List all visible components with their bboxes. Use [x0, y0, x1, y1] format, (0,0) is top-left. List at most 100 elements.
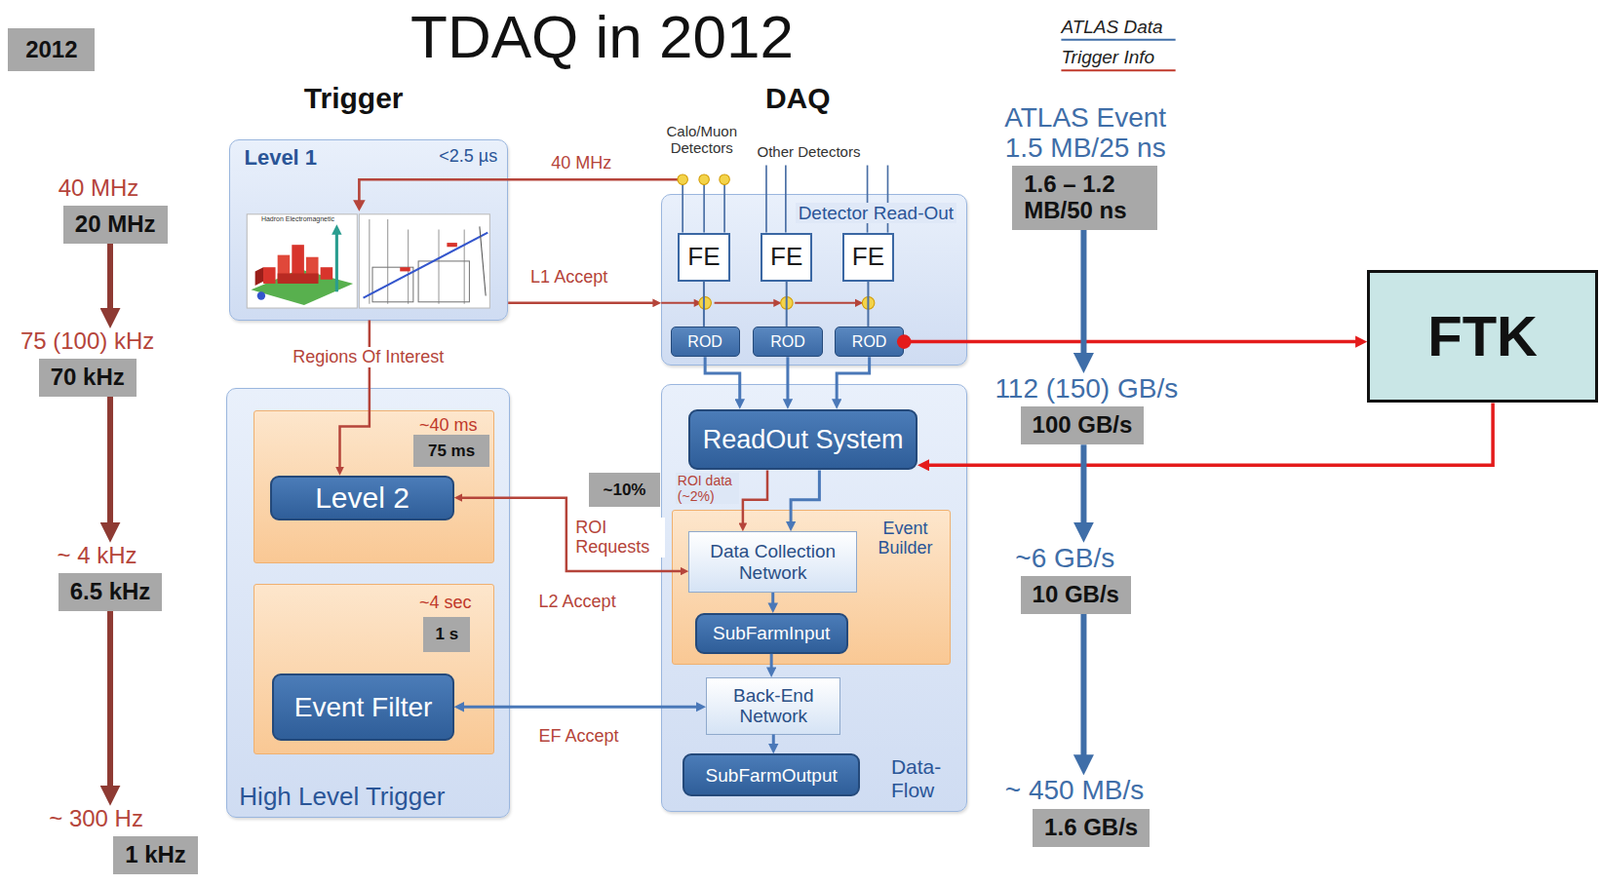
legend-text: ATLAS Data: [1060, 16, 1163, 39]
trigger-rate-step: ~ 4 kHz 6.5 kHz: [50, 543, 189, 612]
connector: [507, 302, 657, 306]
network-box: Back-End Network: [705, 677, 841, 736]
node-text: Data- Flow: [891, 755, 957, 802]
node-text: Detector Read-Out: [795, 202, 957, 224]
node-text: ReadOut System: [702, 425, 904, 455]
connector: [340, 320, 370, 471]
front-end-box: FE: [677, 233, 730, 282]
detector-dots: [677, 174, 730, 185]
annotation: Hadron Electromagnetic: [261, 215, 335, 224]
latency-box: ~4 sec 1 s Event Filter: [253, 584, 495, 756]
connector: [704, 356, 741, 403]
data-rate-step: ATLAS Event 1.5 MB/25 ns1.6 – 1.2 MB/50 …: [989, 102, 1200, 231]
trigger-feed-line: [358, 179, 683, 202]
node-text: ~6 GB/s: [1014, 543, 1115, 574]
stage-panel: Data- Flow ReadOut SystemEvent BuilderDat…: [661, 384, 968, 814]
connector: [702, 281, 705, 327]
annotation: 40 MHz: [550, 153, 612, 174]
node-text: ~ 4 kHz: [57, 543, 138, 570]
connector: [836, 356, 869, 403]
connector-label: ROI data (~2%): [675, 472, 741, 505]
data-rate-step: 112 (150) GB/s100 GB/s: [985, 373, 1219, 445]
rate-box: 75 ms: [413, 434, 490, 468]
node-text: ~10%: [603, 480, 647, 500]
legend-text: Trigger Info: [1060, 46, 1155, 69]
node-subtext: <2.5 µs: [438, 146, 498, 166]
rate-box: ~10%: [588, 472, 661, 508]
node-text: 112 (150) GB/s: [994, 373, 1178, 404]
legend-line: [1060, 69, 1175, 72]
connector: [742, 469, 768, 527]
trigger-rate-step: 40 MHz20 MHz: [56, 175, 200, 244]
detector-picture: [358, 214, 490, 309]
latency-box: Event BuilderData Collection NetworkSubF…: [671, 509, 952, 665]
calorimeter-picture: [246, 214, 357, 309]
node-text: Level 2: [314, 481, 410, 515]
stage-panel: Level 1 <2.5 µs: [229, 139, 508, 320]
node-text: High Level Trigger: [238, 782, 445, 812]
tracker-box: FTK: [1366, 270, 1599, 403]
stage-panel: Detector Read-OutFE FE FE ROD ROD ROD: [661, 194, 968, 366]
node-text: FE: [687, 242, 720, 272]
node-text: ~4 sec: [419, 592, 472, 613]
node-text: FE: [770, 242, 803, 272]
network-box: Data Collection Network: [688, 531, 858, 593]
node-text: 2012: [25, 37, 78, 64]
node-text: ROD: [852, 333, 888, 352]
node-subtext: 100 GB/s: [1020, 406, 1145, 445]
data-rate-step: ~ 450 MB/s1.6 GB/s: [1000, 775, 1174, 847]
process-box: SubFarmInput: [695, 613, 849, 655]
node-text: Event Filter: [294, 692, 433, 723]
node-text: SubFarmOutput: [705, 765, 838, 786]
process-box: ReadOut System: [688, 409, 917, 471]
connector: [866, 281, 869, 327]
connector-label: Regions Of Interest: [290, 347, 446, 368]
connector: [924, 402, 1493, 466]
node-subtext: 20 MHz: [63, 205, 168, 244]
connector: [771, 592, 775, 608]
connector: [107, 243, 114, 317]
front-end-box: FE: [842, 233, 895, 282]
detector-wires: [682, 165, 888, 234]
connector: [770, 654, 774, 672]
connector: [790, 469, 820, 526]
process-box: Event Filter: [272, 673, 454, 742]
connector: [903, 340, 1361, 345]
stage-panel: High Level Trigger ~40 ms 75 ms Level 2 ~4 s…: [226, 388, 510, 820]
node-text: Back-End Network: [717, 685, 829, 728]
node-text: ~40 ms: [419, 415, 478, 435]
annotation: EF Accept: [539, 726, 620, 747]
readout-driver-box: ROD: [752, 326, 822, 357]
rate-box: 2012: [7, 28, 95, 72]
connector: [107, 396, 114, 532]
node-text: Data Collection Network: [699, 541, 848, 584]
node-subtext: 70 kHz: [39, 358, 137, 397]
node-text: Event Builder: [868, 518, 943, 558]
node-subtext: 1.6 GB/s: [1032, 809, 1150, 848]
trigger-rate-step: 75 (100) kHz 70 kHz: [18, 328, 188, 397]
process-box: SubFarmOutput: [682, 753, 860, 797]
node-subtext: 1 kHz: [113, 836, 198, 875]
front-end-box: FE: [760, 233, 813, 282]
node-text: ROD: [687, 333, 723, 352]
node-text: 75 ms: [428, 441, 475, 461]
l1-accept-chain: [661, 302, 858, 305]
trigger-rate-step: ~ 300 Hz1 kHz: [45, 806, 220, 875]
connector: [772, 735, 776, 749]
rate-box: 1 s: [423, 617, 470, 653]
connector-label: ROI Requests: [573, 517, 665, 558]
connector: [1080, 614, 1087, 764]
connector: [785, 281, 788, 327]
node-subtext: 6.5 kHz: [58, 573, 163, 612]
node-text: SubFarmInput: [712, 623, 830, 644]
data-rate-step: ~6 GB/s10 GB/s: [1010, 543, 1164, 615]
node-text: Level 1: [243, 146, 317, 171]
node-text: ATLAS Event 1.5 MB/25 ns: [989, 102, 1181, 164]
connector-label: L1 Accept: [528, 267, 610, 288]
connector: [1080, 444, 1087, 532]
node-text: 75 (100) kHz: [20, 328, 155, 355]
accept-dots: [699, 297, 875, 311]
node-subtext: 1.6 – 1.2 MB/50 ns: [1012, 165, 1158, 231]
